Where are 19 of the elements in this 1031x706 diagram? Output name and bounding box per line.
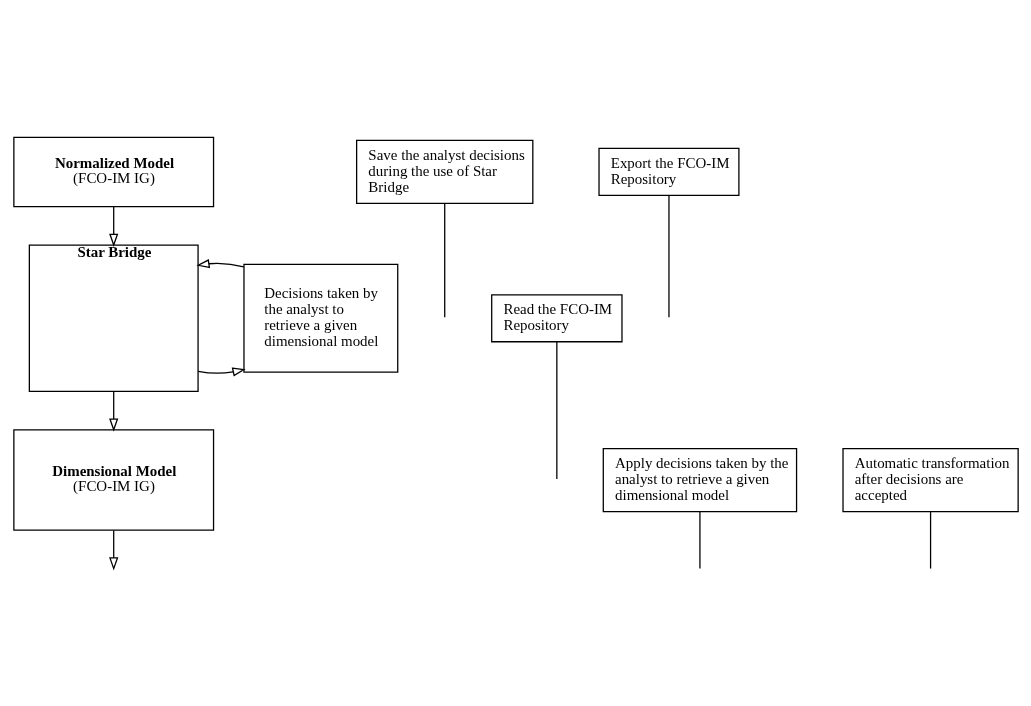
node-box: Apply decisions taken by the analyst to retrieve a given dimensional model (602, 447, 797, 512)
connector (443, 202, 445, 318)
connector (555, 340, 557, 480)
connector (667, 194, 670, 318)
node-box: Automatic transformation after decisions are accepted (841, 447, 1019, 512)
node-box: Decisions taken by the analyst to retrieve a given dimensional model (242, 263, 398, 373)
node-box: Star Bridge (28, 244, 199, 392)
arrow (197, 366, 246, 376)
node-box: Normalized Model (FCO-IM IG) (12, 136, 214, 207)
node-box: Read the FCO-IM Repository (490, 293, 623, 342)
node-box: Export the FCO-IM Repository (597, 147, 740, 196)
connector (929, 510, 931, 569)
arrow (108, 205, 118, 247)
node-box: Save the analyst decisions during the use of Star Bridge (355, 139, 533, 204)
node-box: Dimensional Model (FCO-IM IG) (12, 428, 214, 531)
arrow (108, 390, 118, 432)
arrow (108, 529, 118, 571)
connector (698, 510, 701, 569)
arrow (195, 258, 244, 268)
